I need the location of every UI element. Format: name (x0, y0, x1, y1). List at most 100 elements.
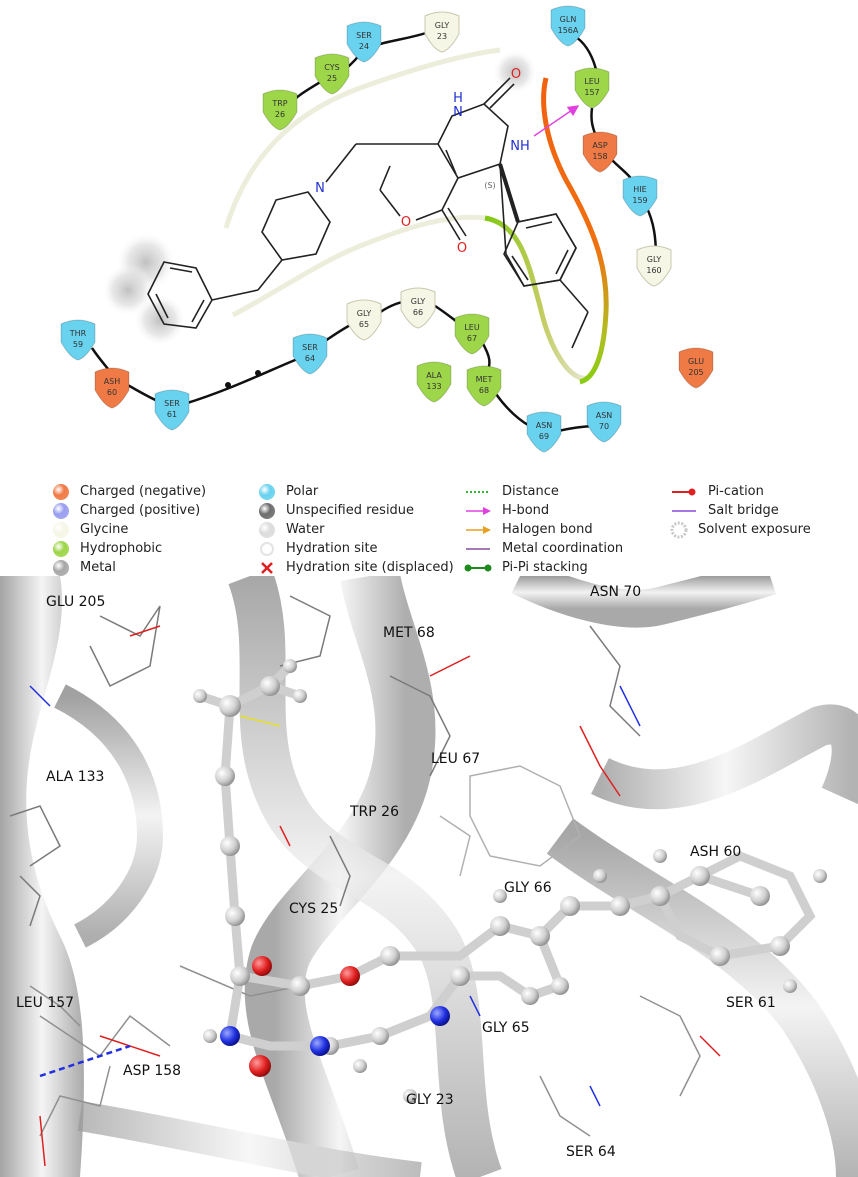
residue-number: 67 (467, 334, 477, 343)
legend-label: Unspecified residue (286, 503, 415, 518)
legend-symbol-metal (53, 559, 69, 576)
residue-number: 159 (632, 196, 647, 205)
legend-item-hydrophobic: Hydrophobic (52, 539, 162, 558)
residue-leu157: LEU 157 (574, 67, 610, 109)
legend-label: Metal (80, 560, 116, 575)
legend-label: Polar (286, 484, 319, 499)
residue-gly65: GLY 65 (346, 299, 382, 341)
structure-label-met-68: MET 68 (383, 625, 435, 641)
legend-label: Glycine (80, 522, 129, 537)
residue-name: LEU (584, 77, 600, 86)
structure-label-ser-61: SER 61 (726, 995, 776, 1011)
residue-nodes: GLN156AGLY23SER24CYS25TRP26LEU157ASP158H… (60, 5, 714, 453)
residue-name: GLN (560, 15, 577, 24)
legend-symbol-pi-cation (672, 488, 696, 495)
residue-name: GLY (411, 297, 426, 306)
atom-o-ester-keto: O (457, 241, 467, 256)
residue-name: GLY (357, 309, 372, 318)
legend-label: Metal coordination (502, 541, 624, 556)
residue-name: ASP (592, 141, 608, 150)
residue-number: 66 (413, 308, 423, 317)
ligand-ball-and-stick (193, 659, 827, 1103)
atom-nh-2: NH (510, 139, 530, 154)
residue-number: 65 (359, 320, 369, 329)
residue-number: 157 (584, 88, 599, 97)
legend-symbol-charged-negative (53, 483, 69, 500)
atom-o-carbonyl: O (511, 67, 521, 82)
legend-label: Pi-cation (708, 484, 764, 499)
residue-hie159: HIE 159 (622, 175, 658, 217)
residue-name: HIE (633, 185, 646, 194)
legend-label: Charged (positive) (80, 503, 201, 518)
structure-label-asn-70: ASN 70 (590, 584, 641, 600)
residue-number: 64 (305, 354, 315, 363)
residue-number: 160 (646, 266, 661, 275)
legend: Charged (negative) Charged (positive) Glyc… (0, 470, 858, 576)
legend-item-hydration-site-displaced: Hydration site (displaced) (258, 558, 454, 577)
legend-item-solvent-exposure: Solvent exposure (670, 520, 811, 539)
residue-wireframes (9, 595, 721, 1167)
residue-number: 205 (688, 368, 703, 377)
residue-name: GLY (435, 21, 450, 30)
ligand-atoms-nitrogen (220, 1006, 450, 1056)
residue-name: MET (476, 375, 493, 384)
residue-gly66: GLY 66 (400, 287, 436, 329)
legend-label: Water (286, 522, 325, 537)
structure-label-leu-67: LEU 67 (431, 751, 480, 767)
legend-item-charged-negative: Charged (negative) (52, 482, 206, 501)
legend-symbol-hydration-site-displaced (261, 561, 273, 574)
legend-label: Solvent exposure (698, 522, 811, 537)
legend-label: Salt bridge (708, 503, 779, 518)
atom-h: H (453, 91, 463, 106)
structure-label-asp-158: ASP 158 (123, 1063, 181, 1079)
residue-asn69: ASN 69 (526, 411, 562, 453)
legend-label: Hydration site (286, 541, 378, 556)
legend-symbol-hydration-site (260, 541, 274, 556)
structure-label-ash-60: ASH 60 (690, 844, 741, 860)
backbone-dots (225, 370, 261, 388)
legend-item-pi-pi-stacking: Pi-Pi stacking (464, 558, 588, 577)
legend-item-halogen-bond: Halogen bond (464, 520, 593, 539)
residue-number: 61 (167, 410, 177, 419)
residue-name: SER (302, 343, 318, 352)
structure-label-glu-205: GLU 205 (46, 594, 105, 610)
residue-number: 156A (558, 26, 579, 35)
ligand-structure (147, 77, 589, 349)
residue-name: LEU (464, 323, 480, 332)
residue-number: 69 (539, 432, 549, 441)
residue-name: THR (69, 329, 87, 338)
legend-label: Pi-Pi stacking (502, 560, 588, 575)
legend-symbol-halogen-bond (466, 525, 491, 534)
structure-label-ser-64: SER 64 (566, 1144, 616, 1160)
residue-gln156a: GLN 156A (550, 5, 586, 47)
legend-item-glycine: Glycine (52, 520, 128, 539)
stereo-label: (S) (484, 181, 495, 190)
legend-symbol-water (259, 521, 275, 538)
legend-label: Hydrophobic (80, 541, 163, 556)
legend-item-pi-cation: Pi-cation (670, 482, 764, 501)
h-bond-arrow (533, 105, 580, 137)
residue-name: ASN (536, 421, 553, 430)
legend-symbol-polar (259, 483, 275, 500)
legend-symbol-unspecified-residue (259, 502, 275, 519)
residue-number: 133 (426, 382, 441, 391)
structure-label-trp-26: TRP 26 (349, 804, 399, 820)
legend-item-salt-bridge: Salt bridge (670, 501, 779, 520)
legend-item-metal: Metal (52, 558, 116, 577)
legend-symbol-distance (466, 490, 490, 493)
legend-label: Hydration site (displaced) (286, 560, 454, 575)
residue-name: TRP (271, 99, 287, 108)
residue-ser64: SER 64 (292, 333, 328, 375)
ligand-interaction-diagram: N O O O H N NH (S) GLN156AGLY23SER24CYS2… (60, 5, 714, 453)
